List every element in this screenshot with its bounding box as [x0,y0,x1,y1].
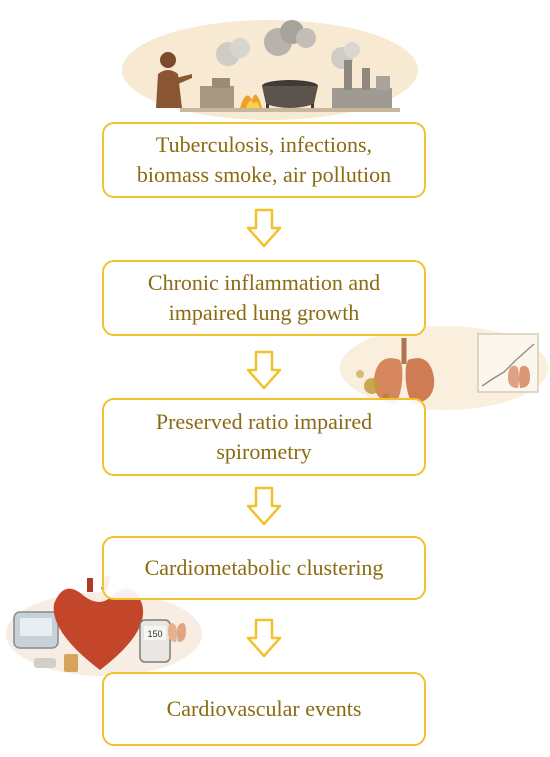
step-1-line-1: Tuberculosis, infections, [155,132,373,158]
step-3-line-2: spirometry [216,439,312,464]
step-4-box: Cardiometabolic clustering [102,536,426,600]
step-5-line-1: Cardiovascular events [166,696,362,722]
down-arrow-icon [246,350,282,390]
heart-cardiometabolic-illustration-icon: 150 [6,575,202,676]
step-2-line-1: Chronic inflammation and [147,270,381,296]
step-4-line-1: Cardiometabolic clustering [144,555,384,581]
lungs-illustration-icon [340,326,548,410]
step-2-box: Chronic inflammation and impaired lung g… [102,260,426,336]
step-5-box: Cardiovascular events [102,672,426,746]
down-arrow-icon [246,618,282,658]
bp-reading: 150 [147,629,162,639]
down-arrow-icon [246,486,282,526]
step-3-line-1: Preserved ratio impaired [155,409,373,435]
step-3-box: Preserved ratio impaired spirometry [102,398,426,476]
step-2-line-2: impaired lung growth [168,300,360,325]
smoke-pollution-scene-icon [122,20,418,120]
down-arrow-icon [246,208,282,248]
step-1-line-2: biomass smoke, air pollution [136,162,392,187]
step-1-box: Tuberculosis, infections, biomass smoke,… [102,122,426,198]
